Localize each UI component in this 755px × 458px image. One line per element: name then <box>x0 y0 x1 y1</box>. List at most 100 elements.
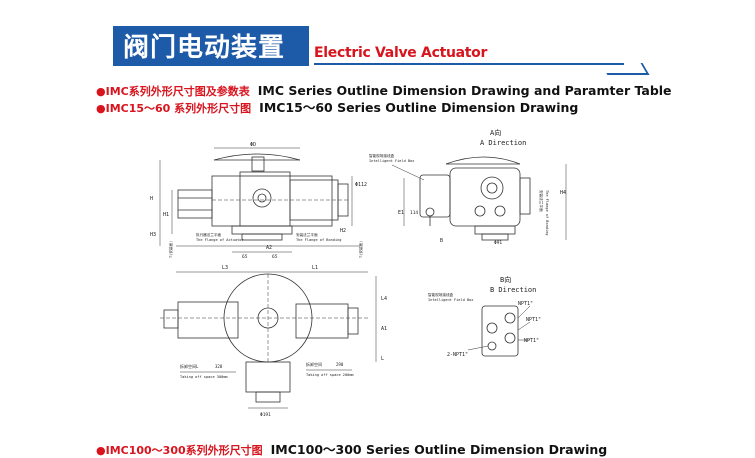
front-dim-h1: H1 <box>163 212 169 218</box>
top-left-space-cn: 拆卸空间L <box>180 363 199 369</box>
front-label-left-b: T(安装面) <box>358 241 363 258</box>
bview-port-4 <box>487 341 497 351</box>
top-motor-cap <box>347 307 359 335</box>
bview-port-2 <box>504 332 516 344</box>
bview-npt3: NPT1" <box>524 338 539 344</box>
front-label-bonding-cn: 安装法兰平面 <box>296 232 318 237</box>
front-dim-phi: Φ112 <box>355 182 367 188</box>
front-hub <box>251 156 265 172</box>
top-dim-a1: A1 <box>381 326 387 332</box>
npt1-leader <box>517 305 531 319</box>
front-dim-h: H <box>150 196 153 202</box>
bview-npt1: NPT1" <box>518 301 533 307</box>
side-handwheel <box>445 156 521 165</box>
front-left-box <box>177 189 213 219</box>
top-dim-l1: L1 <box>312 265 318 271</box>
front-center-port <box>252 188 272 208</box>
side-dim-114: 114 <box>410 210 418 216</box>
b-direction-view: B向 B Direction 智能现场接线盒 Intelligent Field… <box>428 275 541 358</box>
front-center-port-inner <box>257 193 267 203</box>
front-dim-65b: 65 <box>272 254 278 260</box>
front-flange-lower <box>241 233 283 241</box>
side-field-box <box>419 174 451 218</box>
front-dim-h2: H2 <box>340 228 346 234</box>
side-flange-lower <box>481 233 509 241</box>
front-dim-h3: H3 <box>150 232 156 238</box>
top-motor <box>295 303 349 339</box>
bview-fieldbox-cn: 智能现场接线盒 <box>428 292 454 297</box>
side-title-cn: A向 <box>490 128 501 137</box>
front-dim-top: ΦD <box>250 142 256 148</box>
side-dim-e1: E1 <box>398 210 404 216</box>
side-knob-left <box>474 205 486 217</box>
bview-port-3 <box>486 322 498 334</box>
heading-en: IMC Series Outline Dimension Drawing and… <box>257 83 672 98</box>
npt2-leader <box>517 321 531 331</box>
top-left-box <box>177 301 239 339</box>
heading-imc15-60: ●IMC15～60 系列外形尺寸图 IMC15～60 Series Outline… <box>96 97 578 116</box>
side-dim-b: B <box>440 238 443 244</box>
front-view: ΦD H H1 Φ112 H2 H3 执行器法兰平面 The Flange of… <box>150 142 367 260</box>
top-lower-box <box>245 361 291 393</box>
front-gearbox <box>239 171 291 227</box>
front-body <box>211 175 333 227</box>
side-fieldbox-cn: 智能现场接线盒 <box>369 153 395 158</box>
top-left-space-value: 328 <box>215 364 223 369</box>
heading-cn: IMC系列外形尺寸图及参数表 <box>105 85 250 98</box>
front-dim-a2: A2 <box>266 245 272 251</box>
front-handwheel <box>213 153 301 161</box>
heading-series-table: ●IMC系列外形尺寸图及参数表 IMC Series Outline Dimens… <box>96 83 672 99</box>
top-view: L3 L1 L4 A1 L Φ191 拆卸空间L 328 Taking off … <box>160 265 387 418</box>
npt-left-leader <box>467 345 489 351</box>
front-label-left-a: T(安装面) <box>168 241 173 258</box>
top-dim-l3: L3 <box>222 265 228 271</box>
bview-npt2: NPT1" <box>526 317 541 323</box>
bview-box <box>481 305 519 357</box>
heading-cn: IMC15～60 系列外形尺寸图 <box>105 102 252 115</box>
top-left-cap <box>163 309 179 329</box>
top-dim-l4: L4 <box>381 296 387 302</box>
front-label-actuator-cn: 执行器法兰平面 <box>196 232 222 237</box>
side-display-inner <box>486 182 498 194</box>
side-gland <box>425 207 435 217</box>
side-bottom-cn: 安装法兰平面 <box>539 190 544 212</box>
top-lower-cap <box>255 391 281 403</box>
heading-en: IMC100～300 Series Outline Dimension Draw… <box>270 442 608 457</box>
bview-title-cn: B向 <box>500 275 511 284</box>
header-rule <box>314 63 624 65</box>
side-fieldbox-leader <box>391 164 425 181</box>
heading-en: IMC15～60 Series Outline Dimension Drawin… <box>259 100 579 115</box>
side-title-en: A Direction <box>480 139 526 147</box>
side-display <box>480 176 504 200</box>
bview-port-1 <box>504 312 516 324</box>
top-dim-l: L <box>381 356 384 362</box>
front-label-actuator-en: The Flange of Actuator <box>196 238 244 242</box>
header-banner <box>113 26 309 66</box>
bview-title-en: B Direction <box>490 286 536 294</box>
top-right-space-en: Taking off space 200mm <box>306 373 354 377</box>
bullet-icon: ● <box>96 85 106 98</box>
front-flange <box>231 225 293 235</box>
bullet-icon: ● <box>96 102 106 115</box>
side-dim-phi: Φ91 <box>494 240 502 246</box>
bullet-icon: ● <box>96 444 106 457</box>
front-dim-65a: 65 <box>242 254 248 260</box>
top-left-space-en: Taking off space 300mm <box>180 375 228 379</box>
side-bottom-en: The Flange of Bonding <box>545 190 549 235</box>
top-dim-phi: Φ191 <box>260 412 271 418</box>
side-dim-h4: H4 <box>560 190 566 196</box>
side-motor-cap <box>519 177 531 215</box>
bview-npt-left: 2-NPT1" <box>447 352 468 358</box>
top-right-space-value: 290 <box>336 362 344 367</box>
front-label-bonding-en: The Flange of Bonding <box>296 238 341 242</box>
side-flange <box>474 225 516 235</box>
side-fieldbox-en: Intelligent Field Box <box>369 159 415 163</box>
bview-fieldbox-en: Intelligent Field Box <box>428 298 474 302</box>
top-right-space-cn: 拆卸空间 <box>306 361 322 367</box>
side-view: A向 A Direction 智能现场接线盒 Intelligent Field… <box>369 128 567 246</box>
header-title-en: Electric Valve Actuator <box>314 45 488 61</box>
side-body <box>449 167 521 227</box>
side-knob-right <box>494 205 506 217</box>
